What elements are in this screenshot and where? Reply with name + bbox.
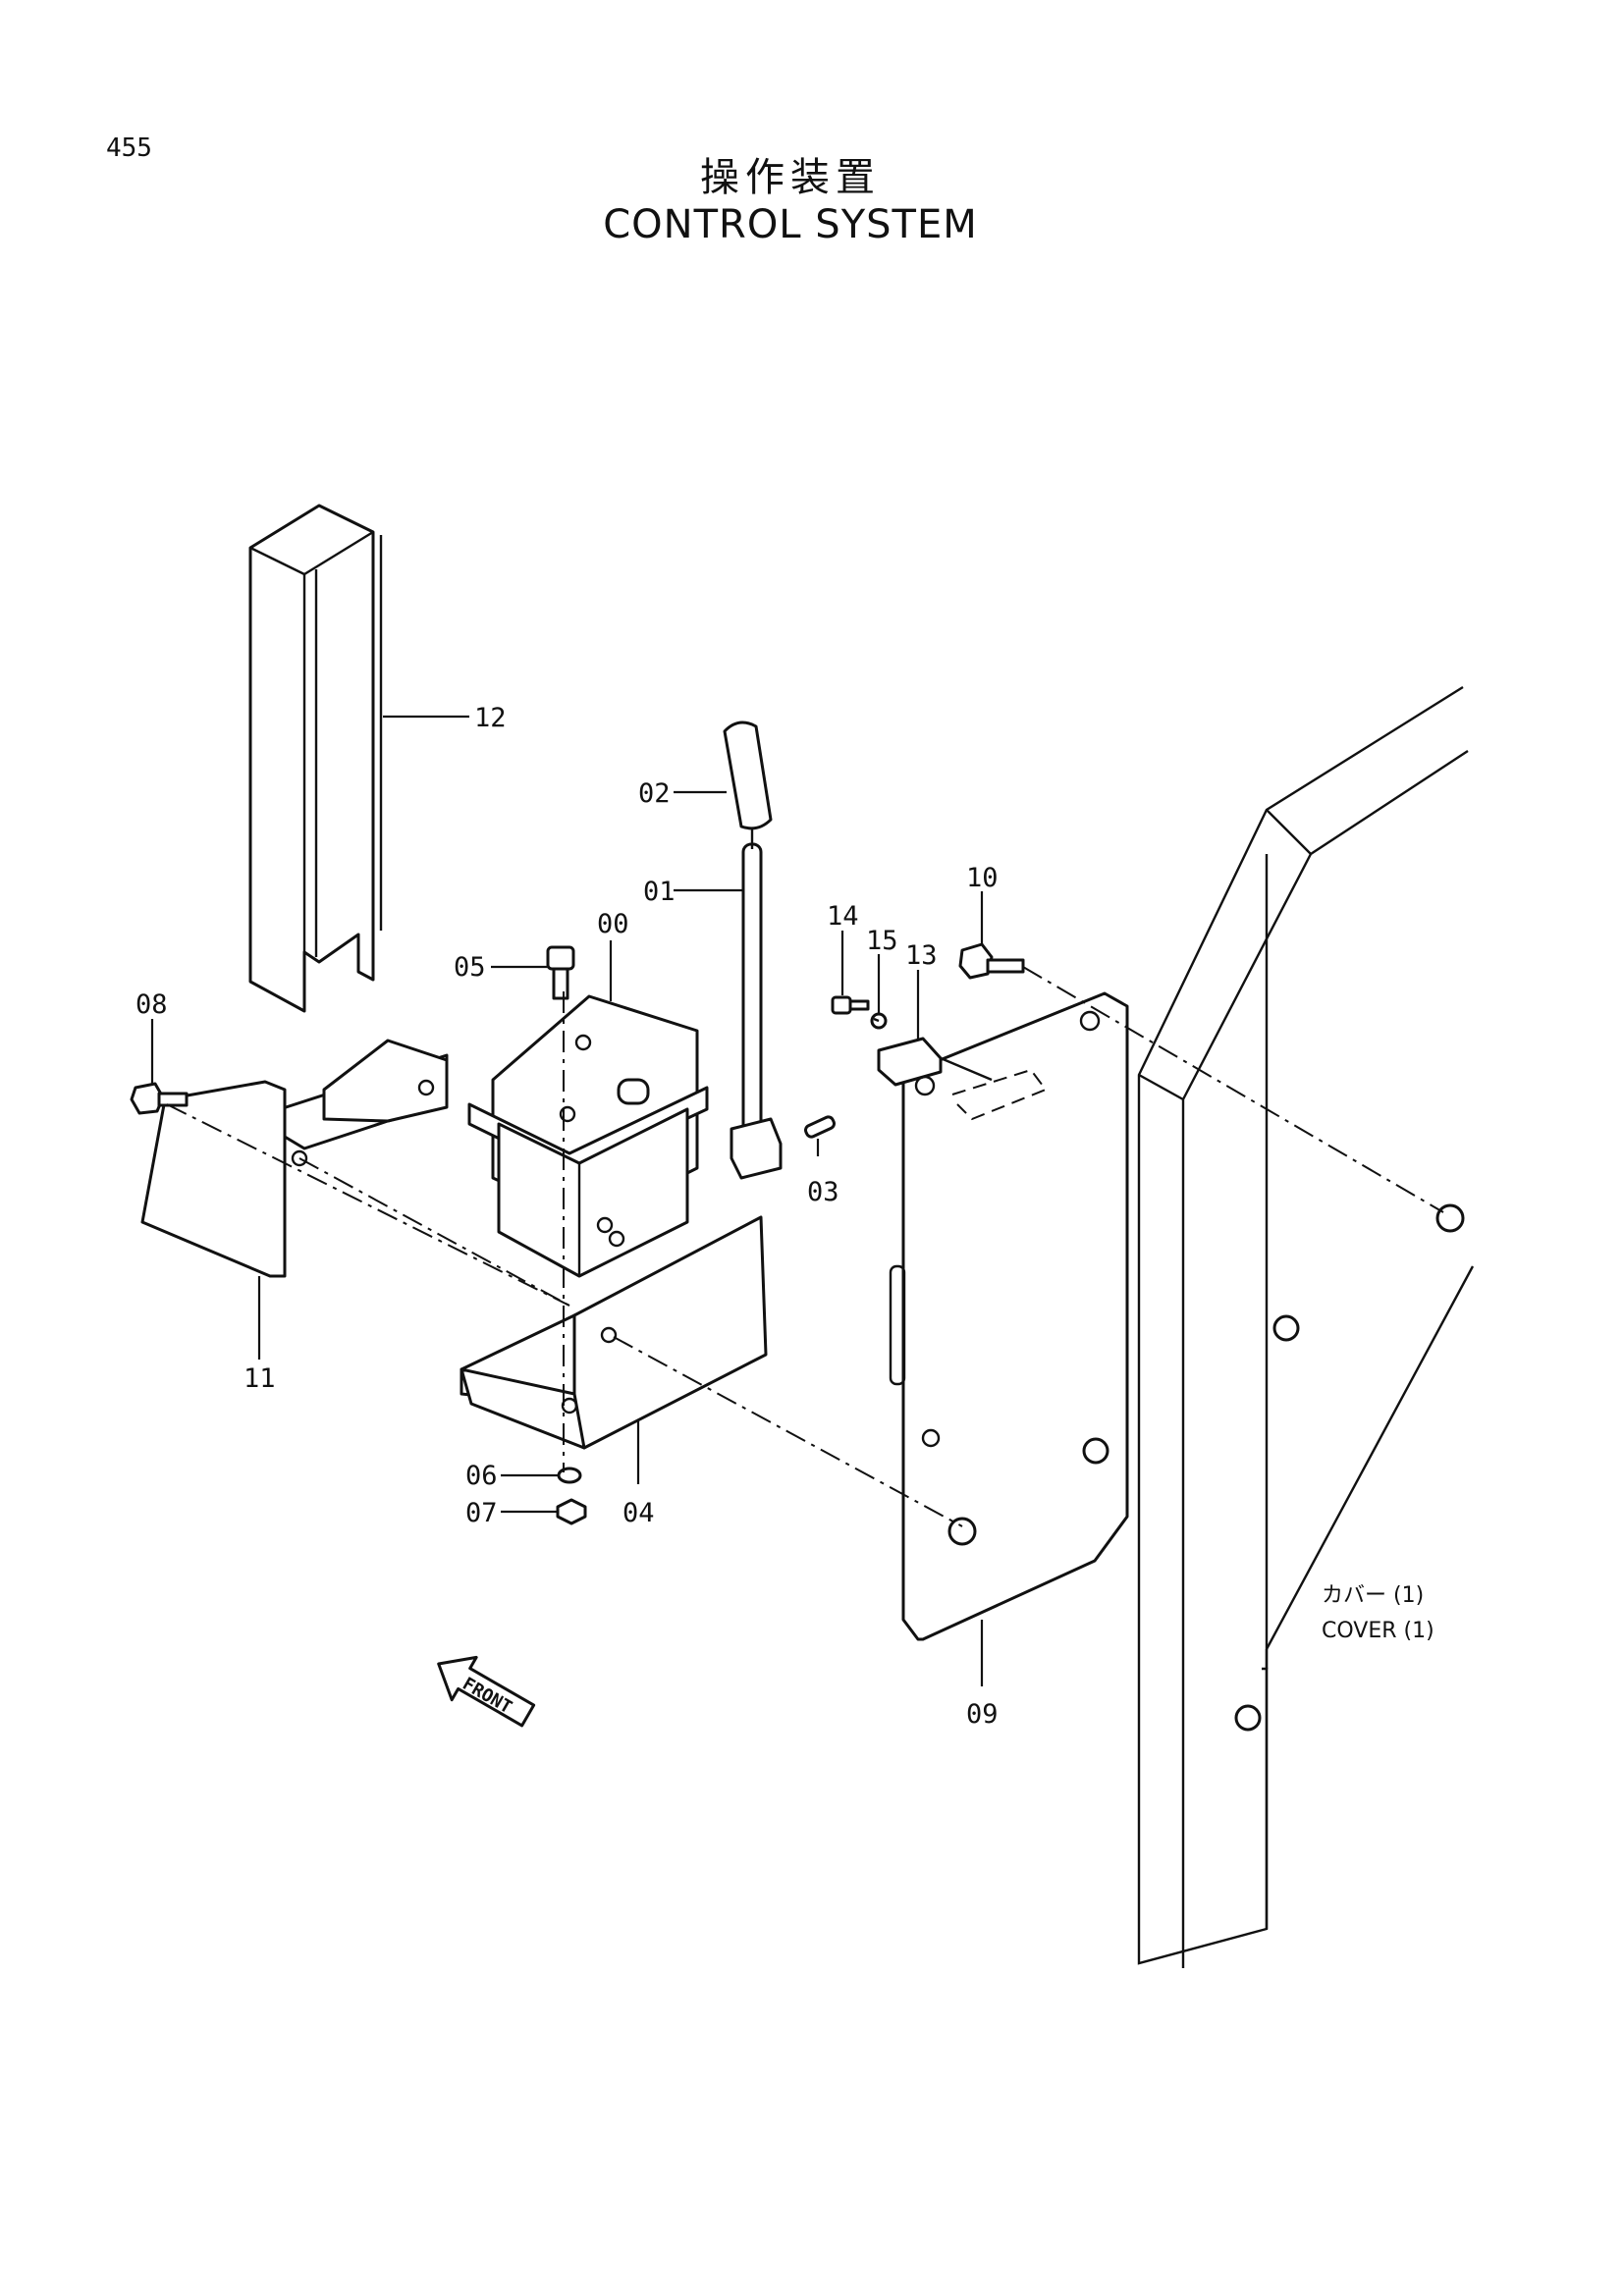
part-labels: 12 02 01 03 05 00 08 11 06 07 04 10 14 1… bbox=[135, 703, 999, 1730]
label-10: 10 bbox=[966, 863, 999, 893]
label-04: 04 bbox=[622, 1498, 655, 1528]
label-11: 11 bbox=[243, 1363, 276, 1394]
label-00: 00 bbox=[597, 909, 629, 939]
cover-note: カバー (1) COVER (1) bbox=[1322, 1583, 1434, 1643]
front-arrow: FRONT bbox=[437, 1655, 536, 1728]
nut-07 bbox=[556, 1498, 587, 1525]
cover-note-en: COVER (1) bbox=[1322, 1619, 1434, 1643]
label-06: 06 bbox=[465, 1461, 498, 1491]
bolt-14 bbox=[831, 995, 870, 1015]
knob-02 bbox=[723, 721, 773, 830]
label-05: 05 bbox=[454, 952, 486, 983]
leader-lines bbox=[150, 715, 984, 1686]
label-14: 14 bbox=[827, 901, 859, 932]
cover-note-jp: カバー (1) bbox=[1322, 1583, 1424, 1608]
cover-panel bbox=[1137, 685, 1475, 1968]
label-09: 09 bbox=[966, 1699, 999, 1730]
column-cover-12 bbox=[248, 504, 383, 1013]
lever-01 bbox=[730, 842, 783, 1180]
bolt-05 bbox=[546, 945, 575, 1000]
label-01: 01 bbox=[643, 877, 676, 907]
label-02: 02 bbox=[638, 778, 671, 809]
label-12: 12 bbox=[474, 703, 507, 733]
bracket-04 bbox=[460, 1215, 768, 1450]
control-valve-00 bbox=[467, 994, 709, 1278]
label-08: 08 bbox=[135, 989, 168, 1020]
plate-09 bbox=[889, 991, 1129, 1641]
pin-03 bbox=[804, 1115, 836, 1139]
label-03: 03 bbox=[807, 1177, 839, 1207]
label-07: 07 bbox=[465, 1498, 498, 1528]
title-english: CONTROL SYSTEM bbox=[603, 202, 978, 247]
bracket-11 bbox=[140, 1039, 449, 1278]
assembly-lines bbox=[166, 829, 1444, 1527]
label-15: 15 bbox=[866, 926, 898, 956]
washer-06 bbox=[557, 1467, 582, 1484]
label-13: 13 bbox=[905, 940, 938, 971]
bolt-10 bbox=[958, 942, 1025, 980]
bolt-08 bbox=[130, 1082, 189, 1115]
title-japanese: 操作装置 bbox=[700, 155, 881, 200]
clip-13 bbox=[877, 1037, 943, 1087]
page-number: 455 bbox=[106, 133, 152, 163]
